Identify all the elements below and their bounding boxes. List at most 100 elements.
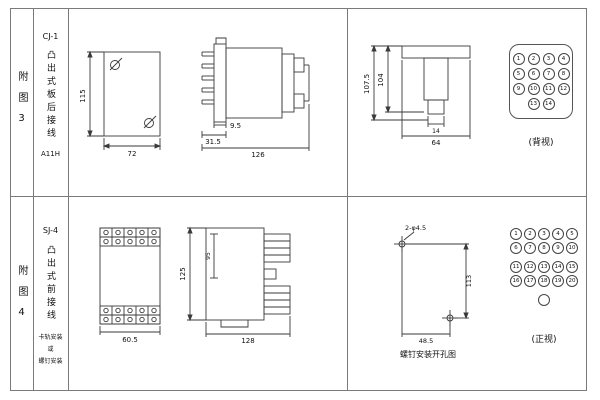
pin-row — [538, 294, 550, 306]
rear-view-caption: (背视) — [528, 138, 554, 148]
model-label-sj4: SJ-4 — [42, 226, 59, 235]
dim-126-label: 126 — [251, 151, 265, 159]
cj1-cutout-outline — [371, 44, 471, 139]
cj1-cutout-drawing: 107.5 104 14 64 — [363, 44, 471, 147]
pin-5: 5 — [512, 68, 525, 80]
cj1-front-view-drawing: 115 72 — [79, 50, 162, 158]
pin-7: 7 — [542, 68, 555, 80]
mount-note-line1: 卡轨安装 — [38, 334, 63, 341]
dim-107p5-label: 107.5 — [363, 74, 371, 94]
sj4-front-view-drawing: 60.5 — [99, 227, 161, 344]
dim-31p5-label: 31.5 — [205, 138, 221, 146]
table-frame — [10, 8, 587, 391]
wiring-type-wrap-cj1: 凸出式板后接线 — [33, 46, 68, 144]
pin-1: 1 — [510, 228, 522, 240]
pin-6: 6 — [510, 242, 522, 254]
pin-19: 19 — [552, 275, 564, 287]
wiring-type-label-sj4: 凸出式前接线 — [45, 245, 55, 323]
pin-10: 10 — [527, 83, 540, 95]
pin-12: 12 — [524, 261, 536, 273]
pin-14: 14 — [552, 261, 564, 273]
sj4-side-view-drawing: 125 95 128 — [179, 226, 291, 345]
pin-9: 9 — [552, 242, 564, 254]
dim-72-label: 72 — [128, 150, 137, 158]
wiring-type-label-cj1: 凸出式板后接线 — [45, 49, 55, 141]
cj1-side-view-drawing: 9.5 31.5 126 — [201, 37, 310, 159]
pin-1: 1 — [512, 53, 525, 65]
sj4-drill-outline — [394, 231, 469, 337]
pin-13: 13 — [527, 98, 540, 110]
sj4-front-outline — [99, 227, 161, 335]
dim-9p5-label: 9.5 — [230, 122, 241, 130]
dim-48p5-label: 48.5 — [419, 337, 433, 345]
pin-16: 16 — [510, 275, 522, 287]
drilling-caption: 螺钉安装开孔图 — [400, 350, 456, 359]
pin-14: 14 — [542, 98, 555, 110]
cj1-front-outline — [87, 50, 162, 150]
figure-3-label: 附图3 — [16, 71, 27, 135]
dim-64-label: 64 — [432, 139, 441, 147]
pin-2: 2 — [524, 228, 536, 240]
pin-17: 17 — [524, 275, 536, 287]
cj1-side-outline — [201, 37, 310, 151]
figure-4-label: 附图4 — [16, 265, 27, 329]
pin-11: 11 — [542, 83, 555, 95]
pin-9: 9 — [512, 83, 525, 95]
grid-line-v1 — [33, 8, 34, 391]
dim-95-label: 95 — [205, 252, 212, 260]
pin-7: 7 — [524, 242, 536, 254]
figure-4-label-wrap: 附图4 — [10, 252, 33, 342]
pin-3: 3 — [542, 53, 555, 65]
pin-2: 2 — [527, 53, 540, 65]
dim-125-label: 125 — [179, 267, 187, 280]
dim-60p5-label: 60.5 — [122, 336, 138, 344]
pin-3: 3 — [538, 228, 550, 240]
model-label-cj1: CJ-1 — [42, 32, 59, 41]
pin-18: 18 — [538, 275, 550, 287]
grid-line-v3 — [347, 8, 348, 391]
dim-104-label: 104 — [377, 73, 385, 87]
pin-group — [538, 294, 550, 306]
mount-note-line3: 螺钉安装 — [38, 358, 63, 365]
pin-5: 5 — [566, 228, 578, 240]
grid-line-h1 — [10, 196, 587, 197]
dim-128-label: 128 — [241, 337, 254, 345]
grid-line-v2 — [68, 8, 69, 391]
pin-6: 6 — [527, 68, 540, 80]
pin-10: 10 — [566, 242, 578, 254]
pin-15: 15 — [566, 261, 578, 273]
pin-20: 20 — [566, 275, 578, 287]
sj4-side-outline — [187, 226, 291, 337]
pin-8: 8 — [538, 242, 550, 254]
pin-4: 4 — [557, 53, 570, 65]
front-view-caption: (正视) — [531, 335, 557, 345]
dim-113-label: 113 — [465, 275, 473, 287]
pin-11: 11 — [510, 261, 522, 273]
wiring-type-wrap-sj4: 凸出式前接线 — [33, 240, 68, 328]
dim-14-label: 14 — [432, 128, 440, 135]
mount-note-line2: 或 — [47, 346, 54, 353]
dim-115-label: 115 — [79, 89, 87, 102]
pin-4: 4 — [552, 228, 564, 240]
sj4-drilling-drawing: 2-φ4.5 113 48.5 — [394, 224, 473, 345]
socket-code-label: A11H — [41, 150, 60, 158]
pin-13: 13 — [538, 261, 550, 273]
hole-spec-label: 2-φ4.5 — [405, 224, 426, 232]
figure-3-label-wrap: 附图3 — [10, 58, 33, 148]
pin-blank — [538, 294, 550, 306]
pin-12: 12 — [557, 83, 570, 95]
